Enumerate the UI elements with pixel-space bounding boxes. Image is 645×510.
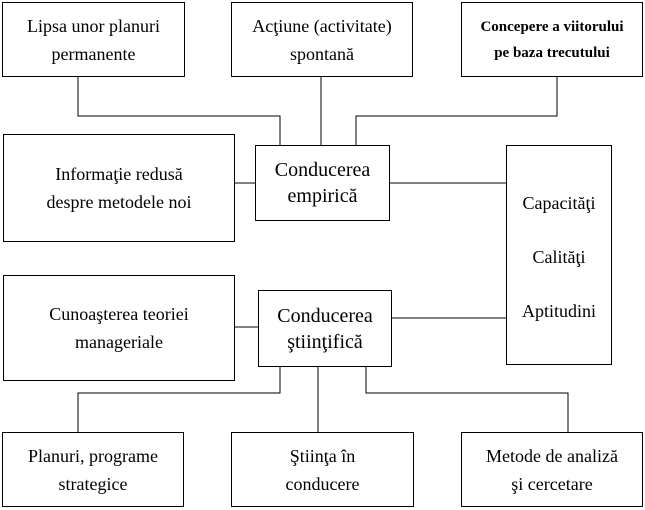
analysis-methods-box: Metode de analiză şi cercetare <box>461 432 643 507</box>
empirical-management-line-1: Conducerea <box>274 159 371 181</box>
theory-knowledge-line-1: Cunoaşterea teoriei <box>49 304 189 324</box>
scientific-management-line-2: ştiinţifică <box>287 330 363 353</box>
traits-box: Capacităţi Calităţi Aptitudini <box>506 145 612 365</box>
spontaneous-action-box: Acţiune (activitate) spontană <box>231 2 413 77</box>
lack-of-plans-line-2: permanente <box>51 43 136 64</box>
future-from-past-box: Concepere a viitorului pe baza trecutulu… <box>461 2 643 77</box>
science-in-management-line-1: Ştiinţa în <box>289 445 356 466</box>
spontaneous-action-line-1: Acţiune (activitate) <box>252 15 392 36</box>
spontaneous-action-line-2: spontană <box>290 43 354 64</box>
reduced-info-box: Informaţie redusă despre metodele noi <box>3 134 235 242</box>
strategic-plans-line-2: strategice <box>58 473 128 494</box>
analysis-methods-line-2: şi cercetare <box>511 473 593 494</box>
science-in-management-line-2: conducere <box>285 473 360 494</box>
scientific-management-line-1: Conducerea <box>277 304 373 327</box>
theory-knowledge-line-2: manageriale <box>75 332 163 352</box>
lack-of-plans-line-1: Lipsa unor planuri <box>27 15 160 36</box>
empirical-management-line-2: empirică <box>287 185 358 207</box>
connector-analysis-methods <box>365 367 569 432</box>
trait-aptitudes: Aptitudini <box>521 301 596 321</box>
lack-of-plans-box: Lipsa unor planuri permanente <box>2 2 185 77</box>
scientific-management-box: Conducerea ştiinţifică <box>258 290 392 367</box>
empirical-management-box: Conducerea empirică <box>255 145 390 221</box>
strategic-plans-box: Planuri, programe strategice <box>2 432 184 507</box>
trait-qualities: Calităţi <box>532 247 586 267</box>
future-from-past-line-2: pe baza trecutului <box>494 44 610 61</box>
connector-strategic-plans <box>77 367 281 432</box>
strategic-plans-line-1: Planuri, programe <box>28 445 158 466</box>
connector-lack-of-plans <box>77 77 281 145</box>
analysis-methods-line-1: Metode de analiză <box>486 445 618 466</box>
theory-knowledge-box: Cunoaşterea teoriei manageriale <box>3 275 235 381</box>
reduced-info-line-2: despre metodele noi <box>46 192 192 212</box>
connector-future-from-past <box>355 77 558 145</box>
science-in-management-box: Ştiinţa în conducere <box>231 432 414 507</box>
trait-capacities: Capacităţi <box>522 193 596 213</box>
future-from-past-line-1: Concepere a viitorului <box>480 18 624 35</box>
reduced-info-line-1: Informaţie redusă <box>55 164 183 184</box>
